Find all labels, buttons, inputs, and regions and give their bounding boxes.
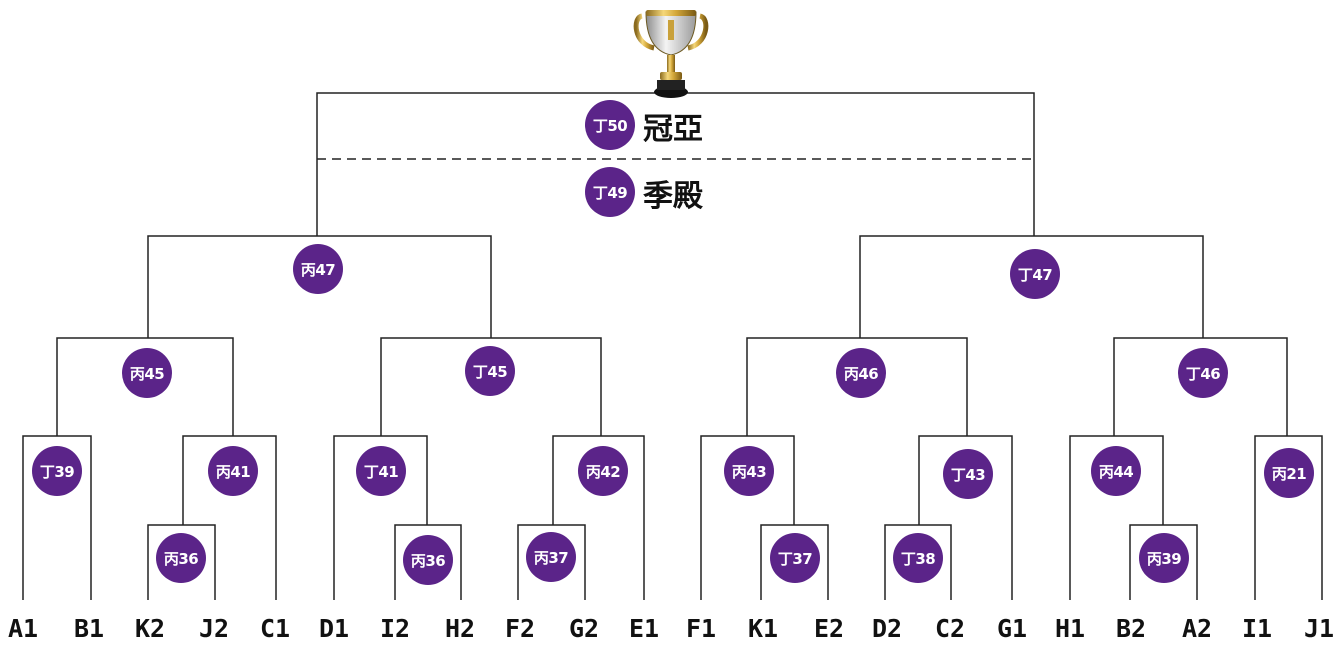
team-label: C1 xyxy=(259,614,291,643)
badge-semifinal-right: 丁47 xyxy=(1010,249,1060,299)
badge-final: 丁50 xyxy=(585,100,635,150)
team-label: I1 xyxy=(1241,614,1273,643)
badge-play-in: 丁37 xyxy=(770,533,820,583)
badge-round-of-16: 丁39 xyxy=(32,446,82,496)
badge-quarterfinal: 丁45 xyxy=(465,346,515,396)
badge-quarterfinal: 丁46 xyxy=(1178,348,1228,398)
badge-round-of-16: 丙21 xyxy=(1264,448,1314,498)
badge-play-in: 丙39 xyxy=(1139,533,1189,583)
team-label: K1 xyxy=(747,614,779,643)
badge-round-of-16: 丙41 xyxy=(208,446,258,496)
badge-round-of-16: 丁43 xyxy=(943,449,993,499)
team-label: D1 xyxy=(318,614,350,643)
badge-semifinal-left: 丙47 xyxy=(293,244,343,294)
third-place-label: 季殿 xyxy=(643,179,703,214)
team-label: J1 xyxy=(1303,614,1335,643)
badge-round-of-16: 丙43 xyxy=(724,446,774,496)
badge-third-place: 丁49 xyxy=(585,167,635,217)
badge-quarterfinal: 丙45 xyxy=(122,348,172,398)
badge-quarterfinal: 丙46 xyxy=(836,348,886,398)
badge-round-of-16: 丙44 xyxy=(1091,446,1141,496)
team-label: B2 xyxy=(1115,614,1147,643)
team-label: F2 xyxy=(504,614,536,643)
badge-play-in: 丙36 xyxy=(403,535,453,585)
badge-play-in: 丙36 xyxy=(156,533,206,583)
badge-play-in: 丙37 xyxy=(526,532,576,582)
team-label: A1 xyxy=(7,614,39,643)
team-label: K2 xyxy=(134,614,166,643)
badge-round-of-16: 丙42 xyxy=(578,446,628,496)
team-label: H1 xyxy=(1054,614,1086,643)
badge-play-in: 丁38 xyxy=(893,533,943,583)
team-label: B1 xyxy=(73,614,105,643)
team-label: E2 xyxy=(813,614,845,643)
team-label: C2 xyxy=(934,614,966,643)
team-label: G1 xyxy=(996,614,1028,643)
trophy-icon xyxy=(633,10,709,98)
team-label: A2 xyxy=(1181,614,1213,643)
team-label: F1 xyxy=(685,614,717,643)
team-label: E1 xyxy=(628,614,660,643)
team-label: D2 xyxy=(871,614,903,643)
final-label: 冠亞 xyxy=(643,112,703,147)
team-label: J2 xyxy=(198,614,230,643)
badge-round-of-16: 丁41 xyxy=(356,446,406,496)
team-label: I2 xyxy=(379,614,411,643)
team-label: H2 xyxy=(444,614,476,643)
team-label: G2 xyxy=(568,614,600,643)
